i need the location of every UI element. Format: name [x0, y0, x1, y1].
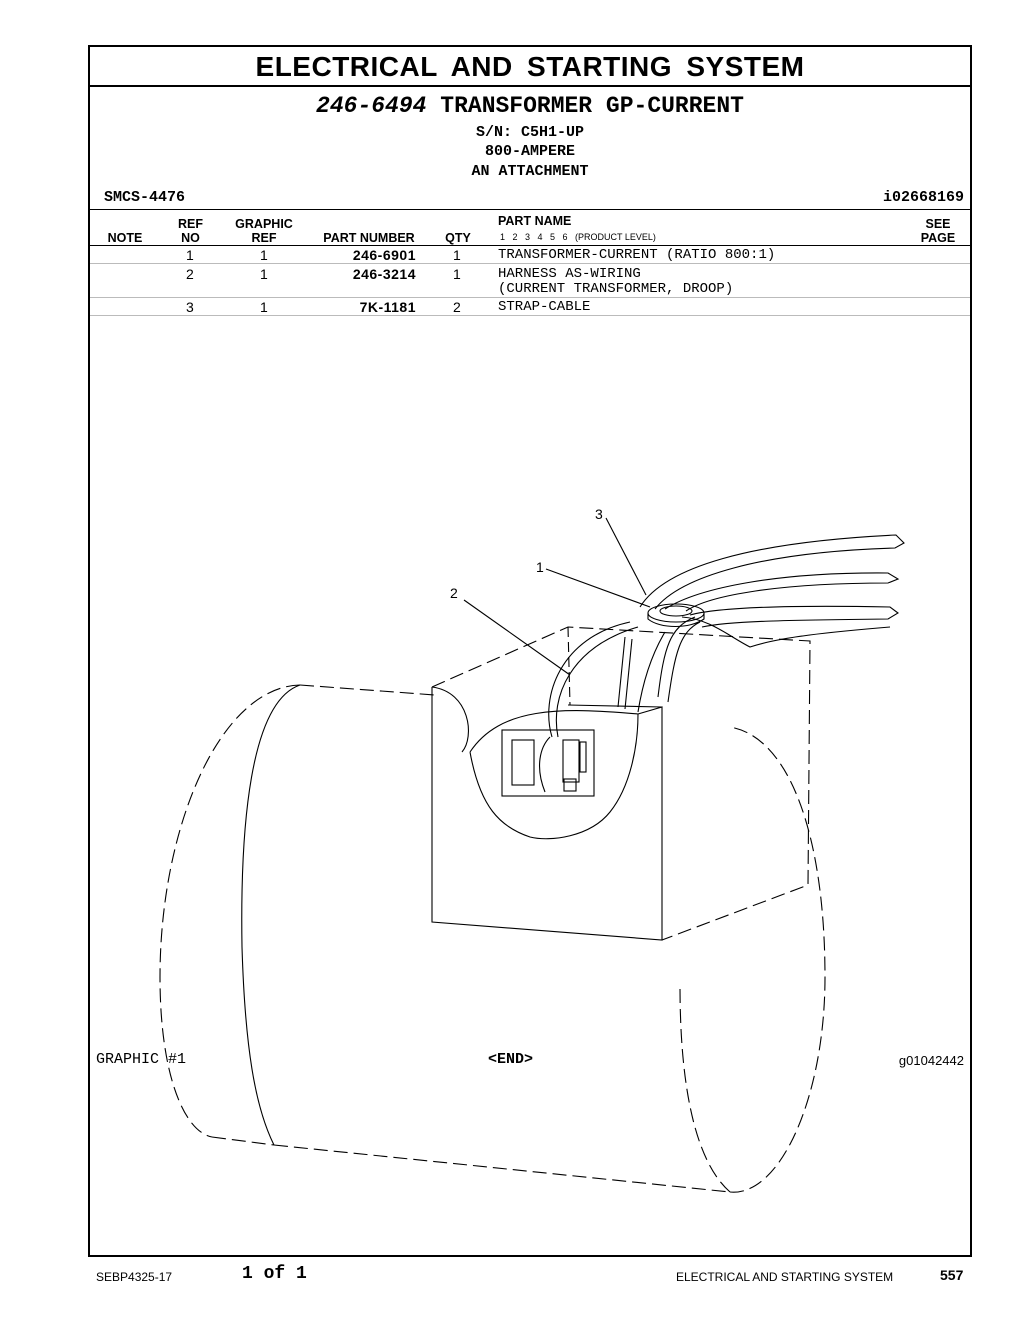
header-ref-top: REF — [178, 217, 203, 231]
header-graphic-top: GRAPHIC — [235, 217, 293, 231]
row-graphic-ref: 1 — [260, 299, 268, 315]
header-product-levels: 1 2 3 4 5 6 (PRODUCT LEVEL) — [500, 232, 656, 242]
row-part-name-continued: (CURRENT TRANSFORMER, DROOP) — [498, 281, 734, 297]
footer-page-number: 557 — [940, 1267, 964, 1283]
row-part-number: 7K-1181 — [359, 299, 416, 315]
header-see-bottom: PAGE — [920, 231, 956, 245]
row-qty: 1 — [453, 266, 461, 282]
callout-1: 1 — [536, 559, 544, 575]
terminal-box-top — [431, 626, 811, 941]
row-rule — [90, 263, 970, 264]
row-ref: 2 — [186, 266, 194, 282]
row-part-name: STRAP-CABLE — [498, 299, 591, 315]
harness-wire — [548, 621, 631, 738]
header-rule — [90, 245, 970, 246]
serial-number: S/N: C5H1-UP — [475, 124, 585, 141]
row-graphic-ref: 1 — [260, 266, 268, 282]
graphic-id: g01042442 — [898, 1053, 964, 1068]
header-ref-bottom: NO — [181, 231, 200, 245]
callout-2: 2 — [450, 585, 458, 601]
footer-document-number: SEBP4325-17 — [96, 1270, 173, 1284]
row-rule — [90, 297, 970, 298]
attachment-type: AN ATTACHMENT — [471, 163, 589, 180]
leader-line-2 — [463, 599, 571, 676]
header-qty: QTY — [445, 231, 471, 245]
footer-section: ELECTRICAL AND STARTING SYSTEM — [676, 1270, 894, 1284]
row-qty: 2 — [453, 299, 461, 315]
page-frame: ELECTRICAL AND STARTING SYSTEM 246-6494 … — [88, 45, 972, 1257]
row-part-number: 246-6901 — [352, 247, 416, 263]
cylinder-rear-face — [729, 726, 826, 1193]
rating: 800-AMPERE — [484, 143, 575, 160]
cable-strap — [639, 534, 905, 610]
graphic-label: GRAPHIC #1 — [96, 1051, 187, 1068]
row-part-name: HARNESS AS-WIRING — [498, 266, 641, 282]
section-title: ELECTRICAL AND STARTING SYSTEM — [90, 47, 970, 87]
row-part-number: 246-3214 — [352, 266, 416, 282]
group-name: TRANSFORMER GP-CURRENT — [440, 93, 744, 119]
cylinder-front-outer — [159, 684, 301, 1138]
info-id: i02668169 — [882, 189, 964, 206]
row-ref: 3 — [186, 299, 194, 315]
row-ref: 1 — [186, 247, 194, 263]
table-top-rule — [90, 209, 970, 210]
row-graphic-ref: 1 — [260, 247, 268, 263]
header-graphic-bottom: REF — [251, 231, 277, 245]
footer-page-of: 1 of 1 — [242, 1264, 307, 1284]
smcs-code: SMCS-4476 — [104, 189, 186, 206]
leader-line-1 — [545, 568, 651, 608]
callout-3: 3 — [595, 506, 603, 522]
cylinder-front-inner — [241, 684, 301, 1146]
terminal-box — [431, 687, 663, 941]
transformer-illustration: 3 1 2 — [159, 506, 905, 1193]
header-see-top: SEE — [925, 217, 951, 231]
header-part-number: PART NUMBER — [323, 231, 415, 245]
row-rule — [90, 315, 970, 316]
circuit-board — [501, 729, 595, 797]
header-part-name: PART NAME — [498, 214, 572, 228]
row-qty: 1 — [453, 247, 461, 263]
end-label: <END> — [488, 1051, 534, 1068]
group-part-number: 246-6494 — [316, 93, 427, 119]
leader-line-3 — [605, 517, 647, 596]
group-title: 246-6494 TRANSFORMER GP-CURRENT — [90, 93, 970, 119]
row-part-name: TRANSFORMER-CURRENT (RATIO 800:1) — [498, 247, 776, 263]
cylinder-bottom-edge — [273, 1144, 731, 1193]
header-note: NOTE — [107, 231, 143, 245]
